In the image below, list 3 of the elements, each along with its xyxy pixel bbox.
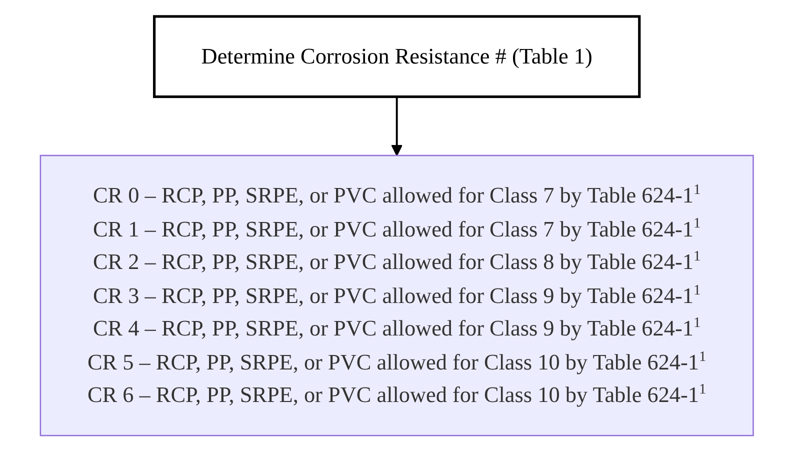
process-box: CR 0 – RCP, PP, SRPE, or PVC allowed for Class 7 by Table 624-1$^{1}$ CR 1 – RCP, PP, SRPE, or PVC allowed for Class 7 by Table 624-1$^{1}$ CR 2 – RCP, PP, SRPE, or PVC allowed for Class 8 by Table 624-1$^{1}$ CR 3 – RCP, PP, SRPE, or PVC allowed for Class 9 by Table 624-1$^{1}$ CR 4 – RCP, PP, SRPE, or PVC allowed for Class 9 by Table 624-1$^{1}$ CR 5 – RCP, PP, SRPE, or PVC allowed for Class 10 by Table 624-1$^{1}$ CR 6 – RCP, PP, SRPE, or PVC allowed for Class 10 by Table 624-1$^{1}$ bbox=[40, 154, 754, 436]
process-box: Determine Corrosion Resistance # (Table 1) bbox=[153, 14, 641, 98]
arrow bbox=[391, 96, 403, 156]
